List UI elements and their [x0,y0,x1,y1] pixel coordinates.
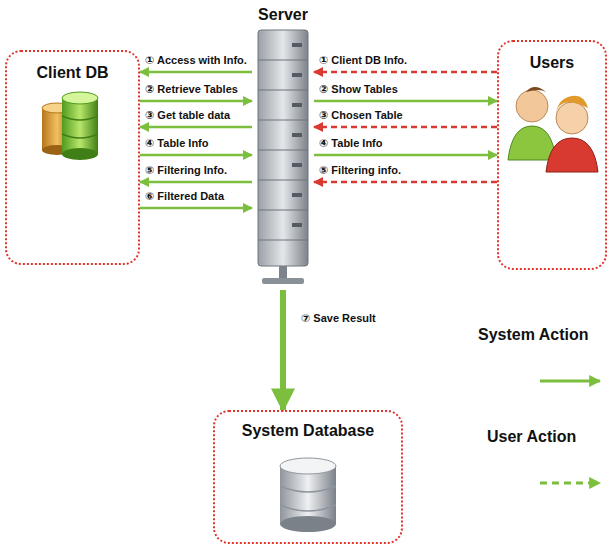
system-action-arrow [314,154,497,157]
system-action-arrow [140,71,252,74]
node-title: Server [252,6,314,24]
step-label: ④ Table Info [144,137,210,150]
step-label: ② Show Tables [318,83,399,96]
system-action-arrow [140,154,252,157]
legend-dashed-arrow [540,482,600,485]
system-action-arrow [140,126,252,129]
step-label: ③ Get table data [144,109,231,122]
step-label: ④ Table Info [318,137,384,150]
system-database-box: System Database [213,410,403,544]
system-db-icon [280,458,336,532]
server-node: Server [252,2,314,290]
user-action-arrow [314,126,497,129]
step-label: ⑦ Save Result [300,312,377,325]
client-db-icon [42,92,98,160]
system-action-arrow [140,100,252,103]
node-title: Client DB [7,64,138,82]
step-label: ⑤ Filtering Info. [144,164,228,177]
step-label: ② Retrieve Tables [144,83,239,96]
node-title: System Database [215,422,401,440]
users-icon [508,87,598,172]
node-title: Users [499,54,605,72]
step-label: ① Access with Info. [144,54,248,67]
user-action-arrow [314,71,497,74]
legend-solid-arrow [540,380,600,383]
server-icon [258,30,308,284]
client-db-box: Client DB [5,50,140,265]
step-label: ① Client DB Info. [318,54,408,67]
legend-text: User Action [487,428,576,446]
system-action-arrow [280,290,286,410]
step-label: ⑥ Filtered Data [144,190,225,203]
step-label: ⑤ Filtering info. [318,164,402,177]
system-action-arrow [140,181,252,184]
legend-text: System Action [478,326,589,344]
user-action-arrow [314,181,497,184]
step-label: ③ Chosen Table [318,109,404,122]
users-box: Users [497,40,607,270]
system-action-arrow [314,100,497,103]
system-action-arrow [140,207,252,210]
